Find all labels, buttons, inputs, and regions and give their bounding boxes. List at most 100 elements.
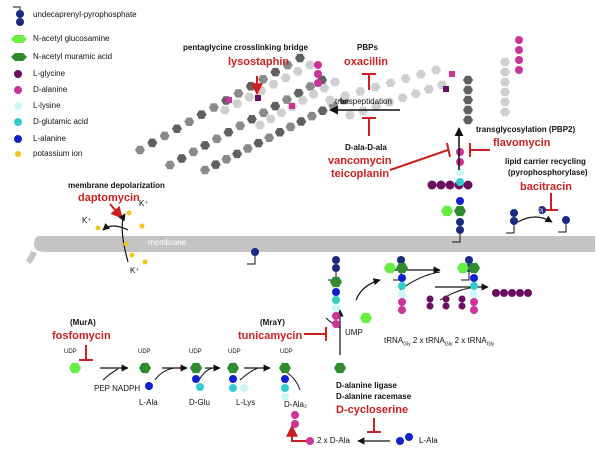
glycan-unit	[235, 121, 246, 131]
l-lysine	[456, 168, 464, 176]
glycan-unit-light	[371, 102, 382, 111]
cytoplasmic-precursors	[69, 262, 532, 445]
glycan-unit-light	[340, 91, 351, 100]
pyrophosphorylase-label: (pyrophosphorylase)	[508, 168, 588, 177]
lipid-ii-nam-2	[468, 262, 480, 274]
udp-label-5: UDP	[280, 349, 293, 355]
phosphate	[332, 264, 340, 272]
l-alanine	[192, 375, 200, 383]
glycan-unit-light	[397, 93, 408, 103]
glycan-unit	[210, 160, 221, 169]
bottom-arrows	[79, 266, 489, 445]
glycan-unit-light	[370, 82, 381, 92]
trna-2: tRNA	[425, 336, 445, 345]
glycan-unit	[171, 124, 182, 134]
membrane-band	[25, 236, 595, 265]
glycan-unit-light	[325, 95, 335, 105]
glycan-unit	[463, 95, 473, 105]
peptide-residue	[332, 288, 340, 296]
glycan-unit	[196, 110, 207, 119]
potassium-ion	[142, 259, 148, 265]
potassium-dot-icon	[15, 151, 21, 157]
glycan-unit-light	[500, 67, 510, 77]
l-alanine	[229, 375, 237, 383]
phosphate	[332, 256, 340, 264]
potassium-ion	[123, 241, 129, 247]
l-alanine	[281, 375, 289, 383]
d-alanine	[515, 66, 523, 74]
glycan-unit	[184, 117, 195, 126]
nam-hexagon-icon	[11, 53, 27, 61]
legend-label-nam: N-acetyl muramic acid	[33, 52, 113, 61]
free-l-ala	[145, 382, 153, 390]
peptide-residue	[332, 320, 340, 328]
glycan-unit-light	[384, 97, 395, 107]
teicoplanin-label: teicoplanin	[331, 168, 390, 180]
d-alanine	[515, 56, 523, 64]
glycan-unit	[245, 82, 256, 91]
glycan-unit	[208, 103, 219, 112]
glycan-unit	[306, 111, 317, 121]
cross-bridge	[255, 95, 261, 101]
glycan-unit-light	[431, 65, 441, 75]
glycan-unit	[211, 134, 222, 144]
glycan-unit	[258, 74, 269, 84]
cross-bridge	[443, 86, 449, 92]
glycan-unit	[200, 165, 210, 175]
d-glutamic	[281, 384, 289, 392]
lysostaphin-label: lysostaphin	[228, 56, 290, 68]
glycan-unit	[135, 145, 145, 155]
glycan-unit	[463, 115, 473, 125]
two-d-ala-label: 2 x D-Ala	[317, 436, 350, 445]
peptide-residue	[398, 306, 406, 314]
glycan-unit-light	[415, 70, 426, 79]
glycan-unit	[159, 131, 170, 141]
d-alanine	[456, 158, 464, 166]
d-alanine-dot-icon	[14, 86, 22, 94]
transglycosylation-label: transglycosylation (PBP2)	[476, 125, 576, 134]
free-nag	[360, 312, 372, 324]
glycan-unit	[274, 128, 285, 137]
k-plus-label-1: K⁺	[82, 216, 92, 225]
glycan-unit-light	[276, 108, 287, 117]
lipid-ii-nam	[396, 262, 408, 274]
udp-label-1: UDP	[64, 349, 77, 355]
glycan-unit	[317, 106, 328, 116]
peptide-residue	[470, 298, 478, 306]
lipid-i-nam	[330, 276, 342, 288]
glycan-unit-light	[265, 114, 276, 124]
potassium-ion	[95, 225, 101, 231]
peptide-residue	[398, 298, 406, 306]
glycan-unit-light	[500, 77, 510, 87]
legend-icons	[11, 6, 27, 157]
top-arrows	[102, 73, 558, 263]
glycan-unit	[463, 105, 473, 115]
udp-nag	[69, 362, 81, 374]
glycan-unit-light	[220, 105, 230, 115]
glycan-unit	[258, 108, 269, 117]
lipid-recycling-label: lipid carrier recycling	[505, 157, 586, 166]
cell-wall-glycan-strands	[135, 36, 523, 217]
d-alanine	[314, 70, 322, 78]
carrier-tail	[506, 225, 515, 234]
cross-bridge	[289, 103, 295, 109]
glycan-unit-light	[232, 99, 243, 108]
l-ala-right-label: L-Ala	[419, 436, 438, 445]
d-alanine	[515, 36, 523, 44]
glycine	[516, 289, 524, 297]
oxacillin-label: oxacillin	[344, 56, 389, 68]
carrier-pool	[247, 248, 259, 265]
carrier-tail	[461, 272, 470, 281]
glycan-unit	[188, 147, 199, 157]
peptide-residue	[398, 290, 406, 298]
membrane-label: membrane	[148, 238, 187, 247]
peptide-residue	[398, 274, 406, 282]
legend-label-undecaprenyl: undecaprenyl-pyrophosphate	[33, 10, 137, 19]
potassium-ion	[126, 210, 132, 216]
peptide-residue	[470, 282, 478, 290]
l-ala-right-1	[396, 437, 404, 445]
glycan-unit-light	[255, 120, 265, 130]
glycan-unit	[296, 117, 307, 126]
glycine	[463, 180, 473, 190]
